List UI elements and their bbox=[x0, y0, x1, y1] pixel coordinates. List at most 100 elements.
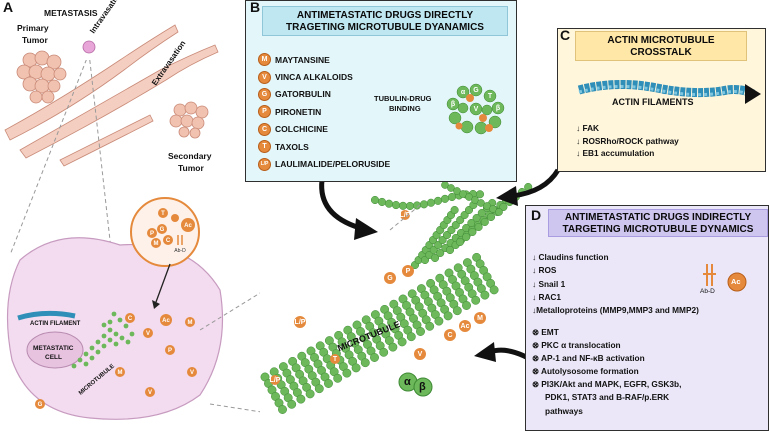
panel-d-item: ⊗ PI3K/Akt and MAPK, EGFR, GSK3b, bbox=[532, 379, 682, 390]
panel-d-item: ⊗ Autolysosome formation bbox=[532, 366, 639, 377]
drug-name: GATORBULIN bbox=[275, 89, 331, 100]
panel-a-letter: A bbox=[3, 0, 14, 15]
metastatic-cell-label-1: METASTATIC bbox=[33, 345, 74, 352]
actin-filament-label: ACTIN FILAMENT bbox=[30, 321, 81, 327]
ab-d-label: Ab-D bbox=[700, 288, 715, 295]
panel-d-item: PDK1, STAT3 and B-RAF/p.ERK bbox=[545, 392, 670, 403]
panel-c-header: ACTIN MICROTUBULE CROSSTALK bbox=[575, 31, 747, 61]
drug-badge: C bbox=[258, 122, 271, 136]
svg-text:Ab-D: Ab-D bbox=[174, 248, 186, 254]
panel-d-letter: D bbox=[531, 207, 542, 223]
drug-badge: V bbox=[258, 70, 271, 84]
panel-c-item: ↓ FAK bbox=[576, 123, 600, 133]
svg-text:P: P bbox=[168, 348, 172, 354]
primary-tumor-cells bbox=[16, 50, 67, 104]
alpha-label: α bbox=[404, 376, 411, 388]
panel-d-down-list: ↓ Claudins function ↓ ROS ↓ Snail 1 ↓ RA… bbox=[532, 251, 699, 317]
cell-membrane bbox=[6, 237, 224, 420]
tubulin-bead bbox=[443, 311, 453, 321]
tubulin-bead bbox=[450, 205, 459, 215]
cell-drug-badges: Ac M V C P V M G V bbox=[35, 313, 197, 409]
tubulin-bead bbox=[462, 301, 471, 310]
panel-b-header-line2: TRAGETING MICROTUBULE DYANAMICS bbox=[286, 22, 484, 33]
svg-text:V: V bbox=[474, 106, 479, 113]
tubulin-bead bbox=[305, 389, 315, 399]
tubulin-binding-label-1: TUBULIN-DRUG bbox=[374, 94, 432, 103]
secondary-tumor-cells bbox=[169, 101, 209, 139]
drug-badge: P bbox=[258, 105, 271, 119]
panel-d-header-line1: ANTIMETASTATIC DRUGS INDIRECTLY bbox=[564, 212, 752, 223]
panel-c-list: ↓ FAK ↓ ROSRho/ROCK pathway ↓ EB1 accumu… bbox=[576, 122, 679, 160]
panel-d-item: ↓ RAC1 bbox=[532, 291, 562, 302]
panel-d-item: pathways bbox=[545, 405, 583, 416]
tubulin-bead bbox=[471, 295, 481, 305]
nucleus bbox=[26, 331, 84, 369]
tubulin-bead bbox=[324, 379, 333, 388]
antibody-drug-icon bbox=[703, 264, 747, 292]
svg-text:G: G bbox=[387, 275, 393, 282]
metastatic-cell-illustration: Ac M V C P V M G V bbox=[6, 60, 260, 420]
panel-c-item: ↓ EB1 accumulation bbox=[576, 148, 655, 158]
drug-item: C COLCHICINE bbox=[258, 121, 390, 138]
tubulin-binding-label-2: BINDING bbox=[389, 104, 421, 113]
tubulin-bead bbox=[445, 245, 455, 255]
svg-text:G: G bbox=[473, 87, 479, 94]
tubulin-bead bbox=[406, 332, 416, 342]
svg-text:T: T bbox=[161, 211, 165, 217]
svg-text:V: V bbox=[190, 370, 194, 376]
tubulin-bead bbox=[333, 373, 343, 383]
svg-text:L/P: L/P bbox=[295, 319, 306, 326]
microtubule-drug-badges: G P Ac M C V L/P T L/P L/P bbox=[270, 210, 486, 385]
svg-text:α: α bbox=[461, 89, 466, 96]
tubulin-bead bbox=[379, 347, 389, 357]
drug-name: MAYTANSINE bbox=[275, 54, 330, 65]
tubulin-bead bbox=[397, 337, 407, 347]
secondary-tumor-label-2: Tumor bbox=[178, 163, 204, 173]
drug-badge: G bbox=[258, 87, 271, 101]
actin-filaments-icon bbox=[577, 79, 761, 104]
svg-text:C: C bbox=[128, 316, 133, 322]
panel-d-header: ANTIMETASTATIC DRUGS INDIRECTLY TARGETIN… bbox=[548, 209, 768, 237]
panel-c-item: ↓ ROSRho/ROCK pathway bbox=[576, 135, 679, 146]
panel-b-letter: B bbox=[250, 0, 261, 15]
svg-text:Ac: Ac bbox=[461, 323, 470, 330]
svg-text:G: G bbox=[38, 402, 43, 408]
primary-tumor-label-1: Primary bbox=[17, 23, 49, 33]
tubulin-bead bbox=[370, 353, 379, 362]
svg-text:G: G bbox=[160, 227, 165, 233]
drug-name: COLCHICINE bbox=[275, 124, 328, 135]
svg-text:β: β bbox=[451, 101, 456, 108]
panel-d-item: ↓Metalloproteins (MMP9,MMP3 and MMP2) bbox=[532, 305, 699, 316]
central-microtubule: G P Ac M C V L/P T L/P L/P bbox=[260, 181, 533, 414]
tubulin-bead bbox=[468, 227, 477, 237]
tubulin-bead bbox=[455, 237, 465, 247]
svg-text:C: C bbox=[166, 238, 171, 244]
tubulin-bead bbox=[436, 248, 445, 258]
tubulin-bead bbox=[296, 394, 306, 404]
actin-filament bbox=[17, 310, 76, 321]
tubulin-bead bbox=[499, 202, 508, 212]
svg-text:β: β bbox=[496, 105, 501, 112]
panel-d-item: ⊗ AP-1 and NF-κB activation bbox=[532, 353, 645, 364]
drug-name: LAULIMALIDE/PELORUSIDE bbox=[275, 159, 391, 170]
svg-text:P: P bbox=[150, 231, 154, 237]
metastasis-illustration bbox=[4, 24, 219, 167]
metastatic-cell-label-2: CELL bbox=[45, 354, 62, 361]
svg-text:M: M bbox=[477, 315, 483, 322]
ac-label: Ac bbox=[731, 277, 741, 286]
beta-label: β bbox=[419, 381, 426, 393]
tubulin-bead bbox=[314, 384, 324, 394]
svg-text:M: M bbox=[118, 370, 123, 376]
svg-text:T: T bbox=[333, 356, 338, 363]
tubulin-bead bbox=[489, 285, 499, 295]
tubulin-bead bbox=[475, 190, 485, 199]
primary-tumor-label-2: Tumor bbox=[22, 35, 48, 45]
svg-text:Ac: Ac bbox=[184, 223, 192, 229]
tubulin-bead bbox=[430, 253, 440, 263]
tubulin-bead bbox=[287, 399, 297, 409]
svg-text:V: V bbox=[148, 390, 152, 396]
